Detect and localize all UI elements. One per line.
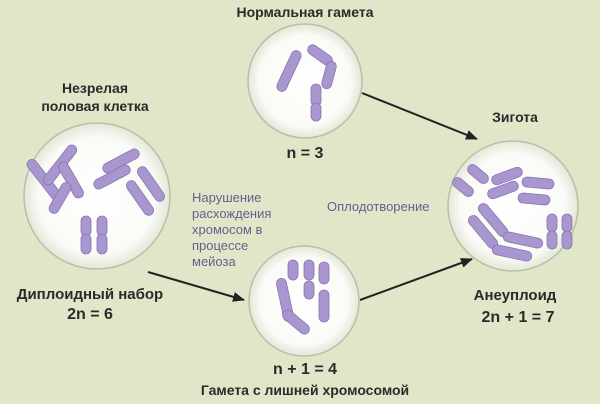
extra-gamete-formula: n + 1 = 4	[272, 361, 338, 378]
nondisjunction-note-line: расхождения	[192, 206, 272, 221]
diploid-set-label: Диплоидный набор	[16, 286, 164, 303]
arrow-extra-gamete-to-zygote	[359, 258, 473, 301]
nondisjunction-note-line: хромосом в	[192, 222, 263, 237]
aneuploid-label: Анеуплоид	[473, 287, 557, 304]
immature-cell	[23, 122, 171, 270]
immature-cell-title-line2: половая клетка	[41, 98, 149, 114]
normal-gamete-cell	[247, 23, 363, 139]
nondisjunction-note: Нарушение расхождения хромосом в процесс…	[192, 190, 271, 270]
normal-gamete-title: Нормальная гамета	[236, 4, 374, 20]
chromosome-pair-small	[80, 215, 108, 255]
immature-cell-title-line1: Незрелая	[61, 80, 129, 96]
nondisjunction-note-line: процессе	[192, 238, 249, 253]
extra-chromosome-gamete-cell	[248, 245, 360, 357]
diploid-formula: 2n = 6	[67, 306, 113, 323]
normal-gamete-formula: n = 3	[286, 145, 324, 162]
arrow-cell-to-extra-gamete	[147, 271, 245, 302]
chromosome-pair-right	[93, 148, 166, 216]
zygote-cell	[447, 140, 579, 272]
zygote-title: Зигота	[492, 109, 538, 125]
arrow-normal-gamete-to-zygote	[361, 92, 478, 140]
chromosome-pair-left	[26, 144, 84, 214]
extra-gamete-title: Гамета с лишней хромосомой	[200, 382, 410, 398]
aneuploid-formula: 2n + 1 = 7	[481, 309, 555, 326]
fertilization-note: Оплодотворение	[327, 199, 430, 214]
nondisjunction-note-line: Нарушение	[192, 190, 262, 205]
nondisjunction-note-line: мейоза	[192, 254, 236, 269]
